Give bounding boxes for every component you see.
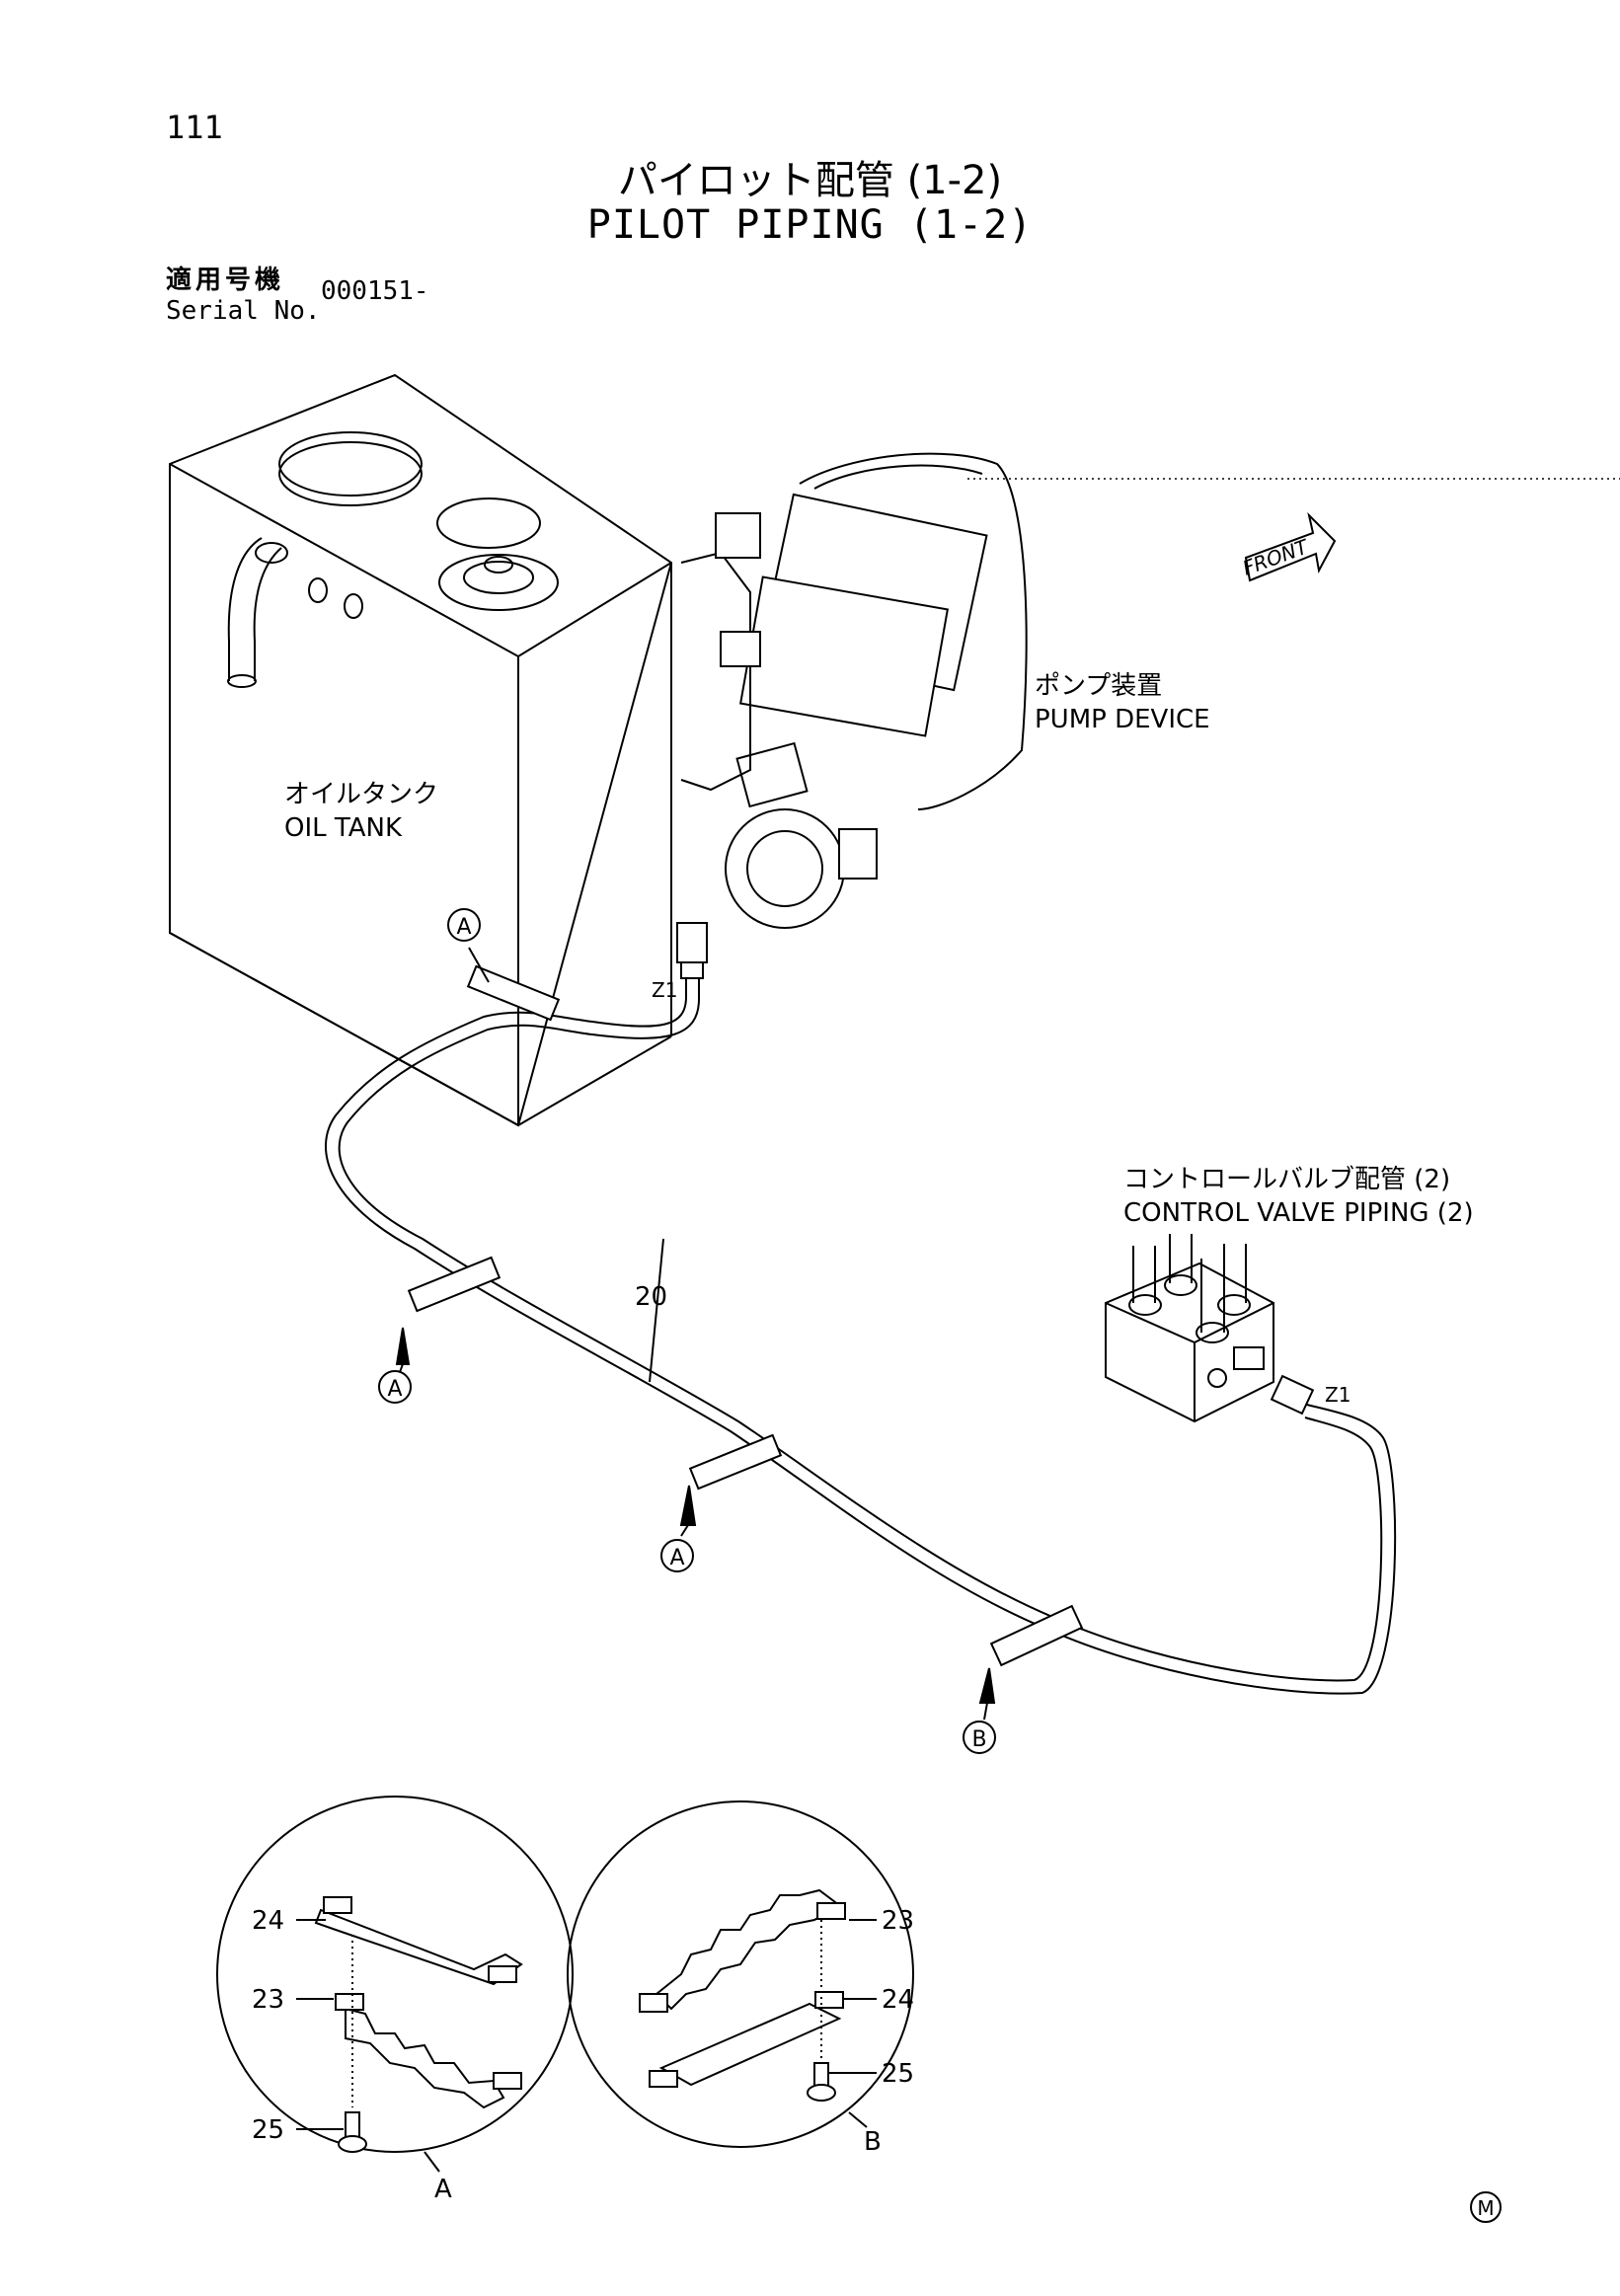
serial-value: 000151- — [321, 276, 429, 306]
control-valve-piping-label-jp: コントロールバルブ配管 (2) — [1123, 1165, 1451, 1194]
hose-clamp — [407, 964, 1084, 1667]
corner-mark: M — [1477, 2196, 1494, 2220]
z1-label-tank: Z1 — [652, 978, 677, 1002]
detail-label-b: B — [864, 2127, 882, 2157]
front-label: FRONT — [1240, 534, 1313, 580]
serial-label-en: Serial No. — [166, 296, 321, 326]
detail-b — [567, 1800, 914, 2148]
callout-circle — [378, 1370, 412, 1404]
control-valve-piping-label: コントロールバルブ配管 (2) CONTROL VALVE PIPING (2) — [1123, 1163, 1474, 1230]
oil-tank-label-en: OIL TANK — [284, 813, 403, 843]
part-no-23-a: 23 — [252, 1985, 284, 2015]
callout-a-2: A — [387, 1377, 402, 1402]
control-valve-piping-label-en: CONTROL VALVE PIPING (2) — [1123, 1198, 1474, 1228]
control-valve-drawing — [1105, 1234, 1274, 1423]
oil-tank-label-jp: オイルタンク — [284, 780, 439, 809]
callout-circle — [447, 908, 481, 942]
pilot-hose — [324, 922, 1397, 1695]
callout-a-3: A — [669, 1546, 684, 1570]
page-number: 111 — [166, 109, 223, 146]
callout-a-1: A — [456, 915, 471, 940]
part-no-24-a: 24 — [252, 1906, 284, 1936]
oil-tank-drawing — [169, 373, 673, 1127]
pump-device-label: ポンプ装置 PUMP DEVICE — [1035, 669, 1210, 736]
part-no-24-b: 24 — [882, 1985, 914, 2015]
page-title-en: PILOT PIPING (1-2) — [586, 202, 1034, 248]
oil-tank-label: オイルタンク OIL TANK — [284, 778, 438, 845]
detail-a — [216, 1796, 574, 2153]
serial-label-jp: 適用号機 — [166, 266, 285, 295]
detail-label-a: A — [434, 2175, 452, 2204]
front-arrow-icon — [1244, 511, 1337, 582]
page-title-jp: パイロット配管 (1-2) — [617, 158, 1003, 203]
callout-leaders — [395, 947, 996, 1721]
part-no-hose: 20 — [635, 1282, 667, 1312]
pump-device-drawing — [680, 452, 1620, 929]
callout-b: B — [971, 1727, 986, 1752]
part-no-23-b: 23 — [882, 1906, 914, 1936]
pump-device-label-jp: ポンプ装置 — [1035, 671, 1163, 701]
pump-device-label-en: PUMP DEVICE — [1035, 705, 1210, 734]
z1-label-valve: Z1 — [1325, 1383, 1350, 1407]
callout-circle — [660, 1539, 694, 1572]
callout-circle — [963, 1721, 996, 1754]
part-no-25-a: 25 — [252, 2115, 284, 2145]
part-no-25-b: 25 — [882, 2059, 914, 2089]
corner-mark-circle — [1470, 2191, 1502, 2223]
